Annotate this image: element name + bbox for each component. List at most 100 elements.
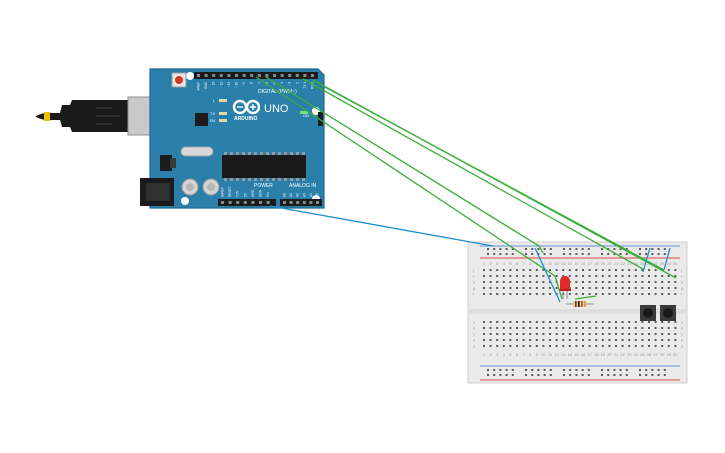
breadboard-hole[interactable] (654, 269, 657, 271)
breadboard-hole[interactable] (607, 253, 610, 255)
reset-button[interactable] (171, 72, 187, 88)
breadboard-hole[interactable] (489, 333, 492, 335)
breadboard-hole[interactable] (645, 369, 648, 371)
breadboard-hole[interactable] (634, 287, 637, 289)
breadboard-hole[interactable] (607, 374, 610, 376)
breadboard-hole[interactable] (595, 287, 598, 289)
breadboard-hole[interactable] (608, 287, 611, 289)
breadboard-hole[interactable] (509, 327, 512, 329)
breadboard-hole[interactable] (502, 327, 505, 329)
breadboard-hole[interactable] (615, 293, 617, 295)
breadboard-hole[interactable] (549, 281, 551, 283)
usb-cable[interactable] (36, 100, 130, 132)
header-hole[interactable] (242, 74, 246, 77)
breadboard-hole[interactable] (537, 369, 540, 371)
breadboard-hole[interactable] (555, 327, 558, 329)
breadboard-hole[interactable] (601, 269, 604, 271)
breadboard-hole[interactable] (516, 327, 518, 329)
breadboard-hole[interactable] (549, 321, 551, 323)
breadboard-hole[interactable] (648, 327, 650, 329)
breadboard-hole[interactable] (648, 345, 650, 347)
breadboard-hole[interactable] (661, 339, 664, 341)
breadboard-hole[interactable] (502, 339, 505, 341)
breadboard-hole[interactable] (625, 369, 628, 371)
breadboard-hole[interactable] (529, 269, 532, 271)
breadboard-hole[interactable] (543, 253, 546, 255)
breadboard-hole[interactable] (625, 248, 628, 250)
breadboard-hole[interactable] (511, 248, 514, 250)
breadboard-hole[interactable] (654, 287, 657, 289)
breadboard-hole[interactable] (608, 275, 611, 277)
breadboard-hole[interactable] (648, 287, 650, 289)
breadboard-hole[interactable] (601, 345, 604, 347)
breadboard-hole[interactable] (522, 321, 525, 323)
header-hole[interactable] (243, 201, 247, 204)
breadboard-hole[interactable] (667, 269, 670, 271)
breadboard-hole[interactable] (516, 293, 518, 295)
breadboard-hole[interactable] (493, 253, 496, 255)
breadboard-hole[interactable] (667, 345, 670, 347)
breadboard-hole[interactable] (489, 327, 492, 329)
header-hole[interactable] (295, 74, 299, 77)
breadboard-hole[interactable] (575, 321, 578, 323)
breadboard-hole[interactable] (661, 287, 664, 289)
breadboard-hole[interactable] (522, 339, 525, 341)
breadboard-hole[interactable] (555, 345, 558, 347)
breadboard-hole[interactable] (509, 269, 512, 271)
wires[interactable] (255, 76, 677, 303)
breadboard-hole[interactable] (639, 374, 641, 376)
breadboard-hole[interactable] (648, 281, 650, 283)
breadboard-hole[interactable] (511, 374, 514, 376)
breadboard-hole[interactable] (648, 293, 650, 295)
breadboard-hole[interactable] (531, 369, 534, 371)
breadboard-hole[interactable] (496, 321, 499, 323)
breadboard-hole[interactable] (575, 281, 578, 283)
breadboard-hole[interactable] (641, 321, 644, 323)
breadboard-hole[interactable] (575, 333, 578, 335)
breadboard-hole[interactable] (516, 345, 518, 347)
breadboard-hole[interactable] (648, 339, 650, 341)
breadboard-hole[interactable] (535, 345, 538, 347)
breadboard-hole[interactable] (661, 327, 664, 329)
breadboard-hole[interactable] (613, 369, 616, 371)
breadboard-hole[interactable] (581, 369, 584, 371)
breadboard-hole[interactable] (483, 275, 485, 277)
breadboard-hole[interactable] (601, 339, 604, 341)
header-hole[interactable] (259, 201, 262, 204)
breadboard-hole[interactable] (529, 321, 532, 323)
breadboard-hole[interactable] (595, 321, 598, 323)
header-hole[interactable] (251, 201, 255, 204)
breadboard-hole[interactable] (667, 327, 670, 329)
breadboard-hole[interactable] (509, 345, 512, 347)
breadboard-hole[interactable] (674, 327, 677, 329)
breadboard-hole[interactable] (639, 248, 641, 250)
breadboard-hole[interactable] (601, 253, 603, 255)
breadboard-hole[interactable] (628, 333, 631, 335)
breadboard-hole[interactable] (601, 374, 603, 376)
breadboard-hole[interactable] (601, 287, 604, 289)
breadboard-hole[interactable] (489, 339, 492, 341)
breadboard-hole[interactable] (674, 293, 677, 295)
breadboard-hole[interactable] (654, 339, 657, 341)
breadboard-hole[interactable] (601, 369, 603, 371)
breadboard-hole[interactable] (555, 275, 558, 277)
breadboard-hole[interactable] (628, 327, 631, 329)
breadboard-hole[interactable] (568, 333, 571, 335)
breadboard-hole[interactable] (493, 374, 496, 376)
breadboard-hole[interactable] (487, 248, 489, 250)
breadboard-hole[interactable] (661, 333, 664, 335)
breadboard-hole[interactable] (582, 287, 584, 289)
breadboard-hole[interactable] (588, 333, 591, 335)
breadboard-hole[interactable] (648, 321, 650, 323)
breadboard-hole[interactable] (489, 287, 492, 289)
breadboard-hole[interactable] (621, 339, 624, 341)
breadboard-hole[interactable] (628, 345, 631, 347)
breadboard-hole[interactable] (529, 281, 532, 283)
red-led[interactable] (559, 276, 571, 299)
breadboard-hole[interactable] (549, 287, 551, 289)
breadboard-hole[interactable] (522, 281, 525, 283)
breadboard-hole[interactable] (588, 275, 591, 277)
breadboard-hole[interactable] (601, 275, 604, 277)
breadboard-hole[interactable] (502, 269, 505, 271)
breadboard-hole[interactable] (595, 333, 598, 335)
